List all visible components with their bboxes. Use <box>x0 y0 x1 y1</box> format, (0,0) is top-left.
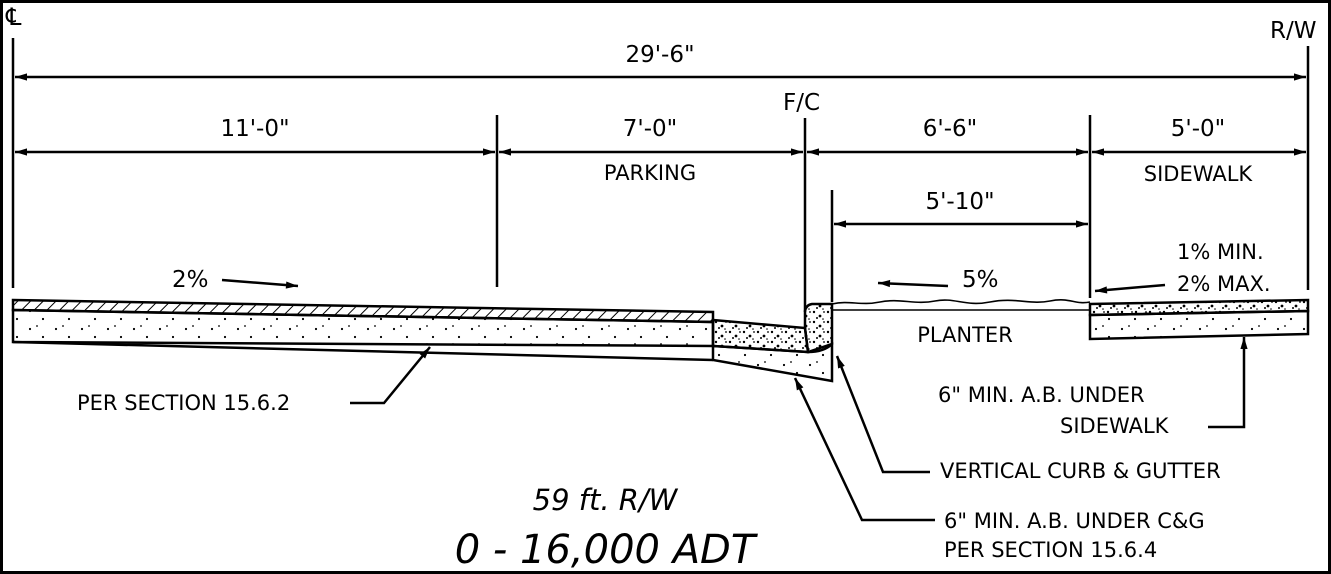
right-of-way-marker: R/W <box>1270 18 1316 44</box>
sidewalk-base <box>1088 309 1310 341</box>
sidewalk-base-leader <box>1208 337 1248 429</box>
planter-slope-arrow <box>877 279 949 288</box>
pavement-leader <box>350 346 431 405</box>
cg-base-callout-line1: 6" MIN. A.B. UNDER C&G <box>944 509 1205 533</box>
sidewalk-slope-max-text: 2% MAX. <box>1177 272 1271 296</box>
travel-lane-dimension-text: 11'-0" <box>220 116 289 142</box>
planter-strip-dimension-text: 6'-6" <box>923 116 977 142</box>
base-bottom <box>12 340 714 362</box>
face-of-curb-marker: F/C <box>783 90 820 116</box>
cg-base-leader <box>793 377 935 522</box>
pavement-callout-text: PER SECTION 15.6.2 <box>77 391 290 415</box>
sidewalk-slope-arrow <box>1094 283 1166 294</box>
total-dimension-text: 29'-6" <box>625 42 694 68</box>
roadway-slope-arrow <box>221 278 299 289</box>
parking-dimension-text: 7'-0" <box>623 116 677 142</box>
sidewalk-dimension-text: 5'-0" <box>1171 116 1225 142</box>
sidewalk-base-callout-line1: 6" MIN. A.B. UNDER <box>938 383 1145 407</box>
roadway-slope-text: 2% <box>172 267 209 293</box>
sidewalk-base-callout-line2: SIDEWALK <box>1060 414 1170 438</box>
planter-slope-text: 5% <box>962 267 999 293</box>
planter-surface <box>831 299 1091 305</box>
parking-label: PARKING <box>604 161 696 185</box>
cg-base-callout-line2: PER SECTION 15.6.4 <box>944 538 1157 562</box>
planter-label: PLANTER <box>917 323 1013 347</box>
sidewalk-label: SIDEWALK <box>1144 162 1254 186</box>
adt-title: 0 - 16,000 ADT <box>455 527 759 573</box>
planter-dimension-text: 5'-10" <box>925 189 994 215</box>
curb-callout-text: VERTICAL CURB & GUTTER <box>940 459 1221 483</box>
centerline-marker: ℄ <box>5 3 22 31</box>
curb-base <box>711 342 834 383</box>
curb-leader <box>835 355 930 474</box>
sidewalk-slope-min-text: 1% MIN. <box>1177 240 1264 264</box>
row-title: 59 ft. R/W <box>533 483 679 517</box>
